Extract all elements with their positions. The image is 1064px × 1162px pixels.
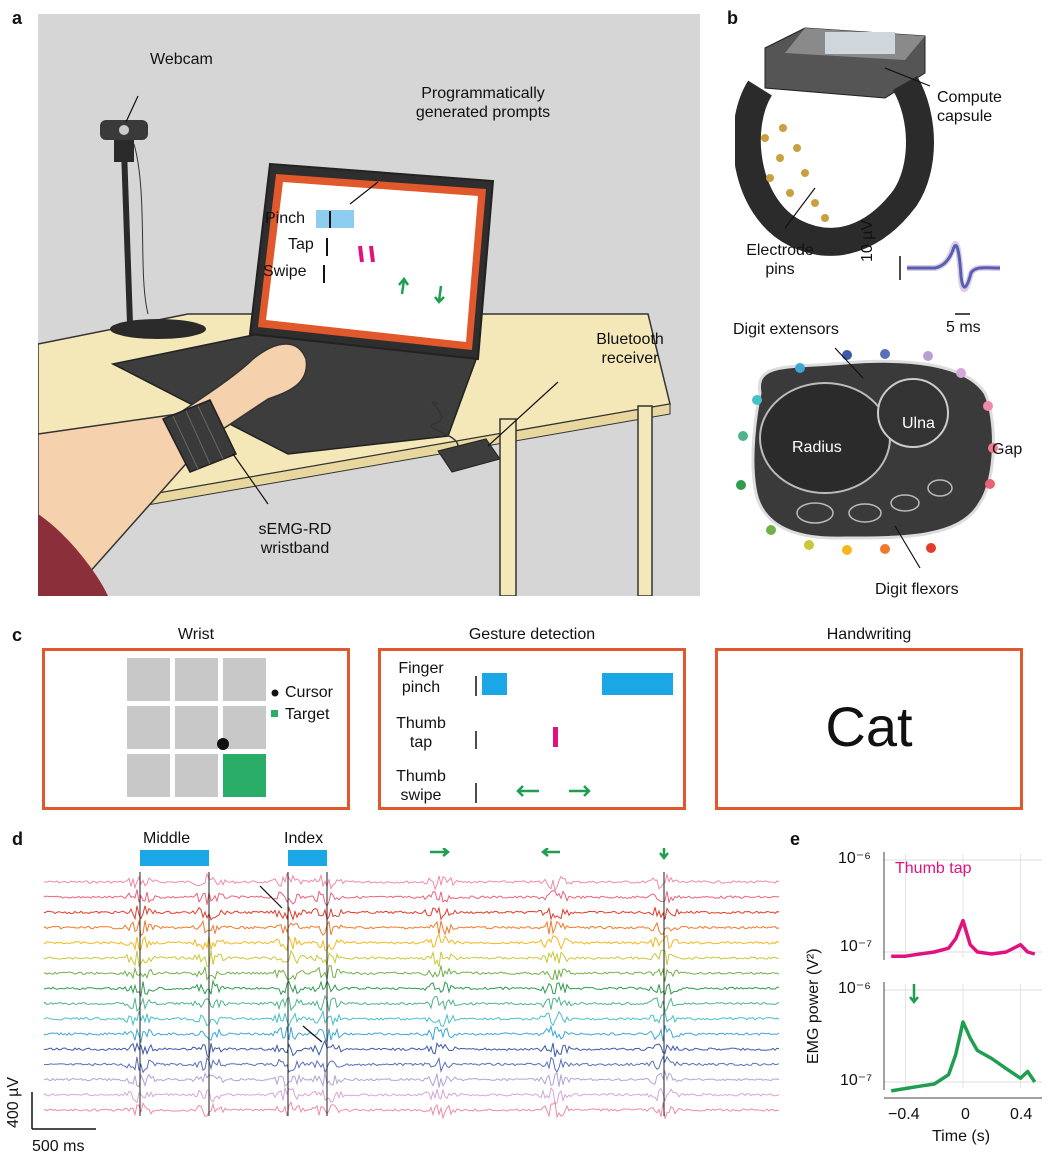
gesture-row-thumb-swipe: Thumb swipe [396, 768, 446, 804]
handwriting-box: Cat [715, 648, 1023, 810]
emg-trace-channel [43, 1024, 780, 1044]
legend-cursor: Cursor [285, 684, 334, 701]
gesture-box: Finger pinch Thumb tap Thumb swipe [378, 648, 686, 810]
panel-letter-e: e [790, 829, 801, 849]
setup-illustration [38, 14, 700, 596]
emg-trace-channel [43, 905, 780, 922]
gesture-timeline [475, 673, 673, 803]
ytick-bottom-1e-6: 10⁻⁶ [838, 980, 871, 997]
panel-letter-a: a [12, 8, 23, 28]
handwriting-text: Cat [825, 695, 913, 758]
label-webcam: Webcam [150, 51, 213, 68]
panel-letter-c: c [12, 625, 23, 645]
label-digit-flexors: Digit flexors [875, 581, 959, 598]
label-index: Index [284, 830, 324, 847]
xlabel-time: Time (s) [932, 1128, 991, 1145]
emg-trace-channel [43, 1086, 780, 1105]
emg-trace-channel [43, 1009, 780, 1028]
label-scale-5ms: 5 ms [946, 319, 981, 336]
screen-label-tap: Tap [288, 236, 314, 253]
emg-trace-channel [43, 1055, 780, 1075]
emg-trace-channel [43, 979, 779, 998]
device-and-anatomy-illustration [735, 27, 1001, 569]
label-gap: Gap [992, 441, 1023, 458]
emg-trace-channel [43, 1100, 780, 1120]
emg-trace-channel [44, 872, 780, 892]
emg-trace-channel [43, 919, 780, 938]
label-prompts: Programmatically generated prompts [415, 85, 551, 121]
panel-letter-d: d [12, 829, 23, 849]
ytick-bottom-1e-7: 10⁻⁷ [840, 1072, 873, 1089]
gesture-row-thumb-tap: Thumb tap [396, 715, 446, 751]
label-scale-400uv: 400 µV [5, 1076, 22, 1128]
swipe-power-line [890, 1020, 1037, 1093]
emg-trace-channel [43, 1069, 780, 1088]
gesture-title: Gesture detection [468, 626, 596, 643]
ylabel-emg-power: EMG power (V²) [805, 948, 822, 1064]
emg-trace-channel [43, 965, 780, 982]
label-scale-500ms: 500 ms [32, 1138, 85, 1155]
wrist-grid [127, 658, 279, 797]
wrist-box: Cursor Target [42, 648, 350, 810]
emg-trace-channel [43, 994, 780, 1013]
ytick-top-1e-6: 10⁻⁶ [838, 850, 871, 867]
label-digit-extensors: Digit extensors [733, 321, 839, 338]
label-wristband: sEMG-RD wristband [258, 521, 332, 557]
gesture-row-finger-pinch: Finger pinch [398, 660, 444, 696]
ytick-top-1e-7: 10⁻⁷ [840, 938, 873, 955]
label-middle: Middle [143, 830, 191, 847]
label-scale-10uv: 10 µV [859, 219, 876, 262]
handwriting-title: Handwriting [826, 626, 912, 643]
label-bluetooth: Bluetooth receiver [596, 331, 664, 367]
emg-trace-channel [43, 1039, 780, 1060]
screen-label-pinch: Pinch [265, 210, 306, 227]
thumb-tap-power-line [891, 918, 1036, 958]
xtick-neg04: −0.4 [888, 1106, 920, 1123]
xtick-04: 0.4 [1010, 1106, 1033, 1123]
label-ulna: Ulna [902, 415, 935, 432]
label-thumb-tap: Thumb tap [895, 860, 972, 877]
label-compute-capsule: Compute capsule [937, 89, 1002, 125]
emg-trace-channel [43, 933, 780, 952]
panel-letter-b: b [727, 8, 738, 28]
wrist-title: Wrist [177, 626, 215, 643]
emg-power-plot-area [883, 852, 1042, 1099]
legend-target: Target [285, 706, 330, 723]
emg-trace-group [43, 872, 780, 1120]
emg-traces-plot [31, 848, 780, 1130]
screen-label-swipe: Swipe [263, 263, 307, 280]
emg-trace-channel [43, 949, 780, 968]
label-electrode-pins: Electrode pins [746, 242, 814, 278]
xtick-0: 0 [961, 1106, 970, 1123]
label-radius: Radius [792, 439, 842, 456]
emg-power-plot [883, 852, 1042, 1099]
emg-trace-channel [43, 889, 780, 908]
